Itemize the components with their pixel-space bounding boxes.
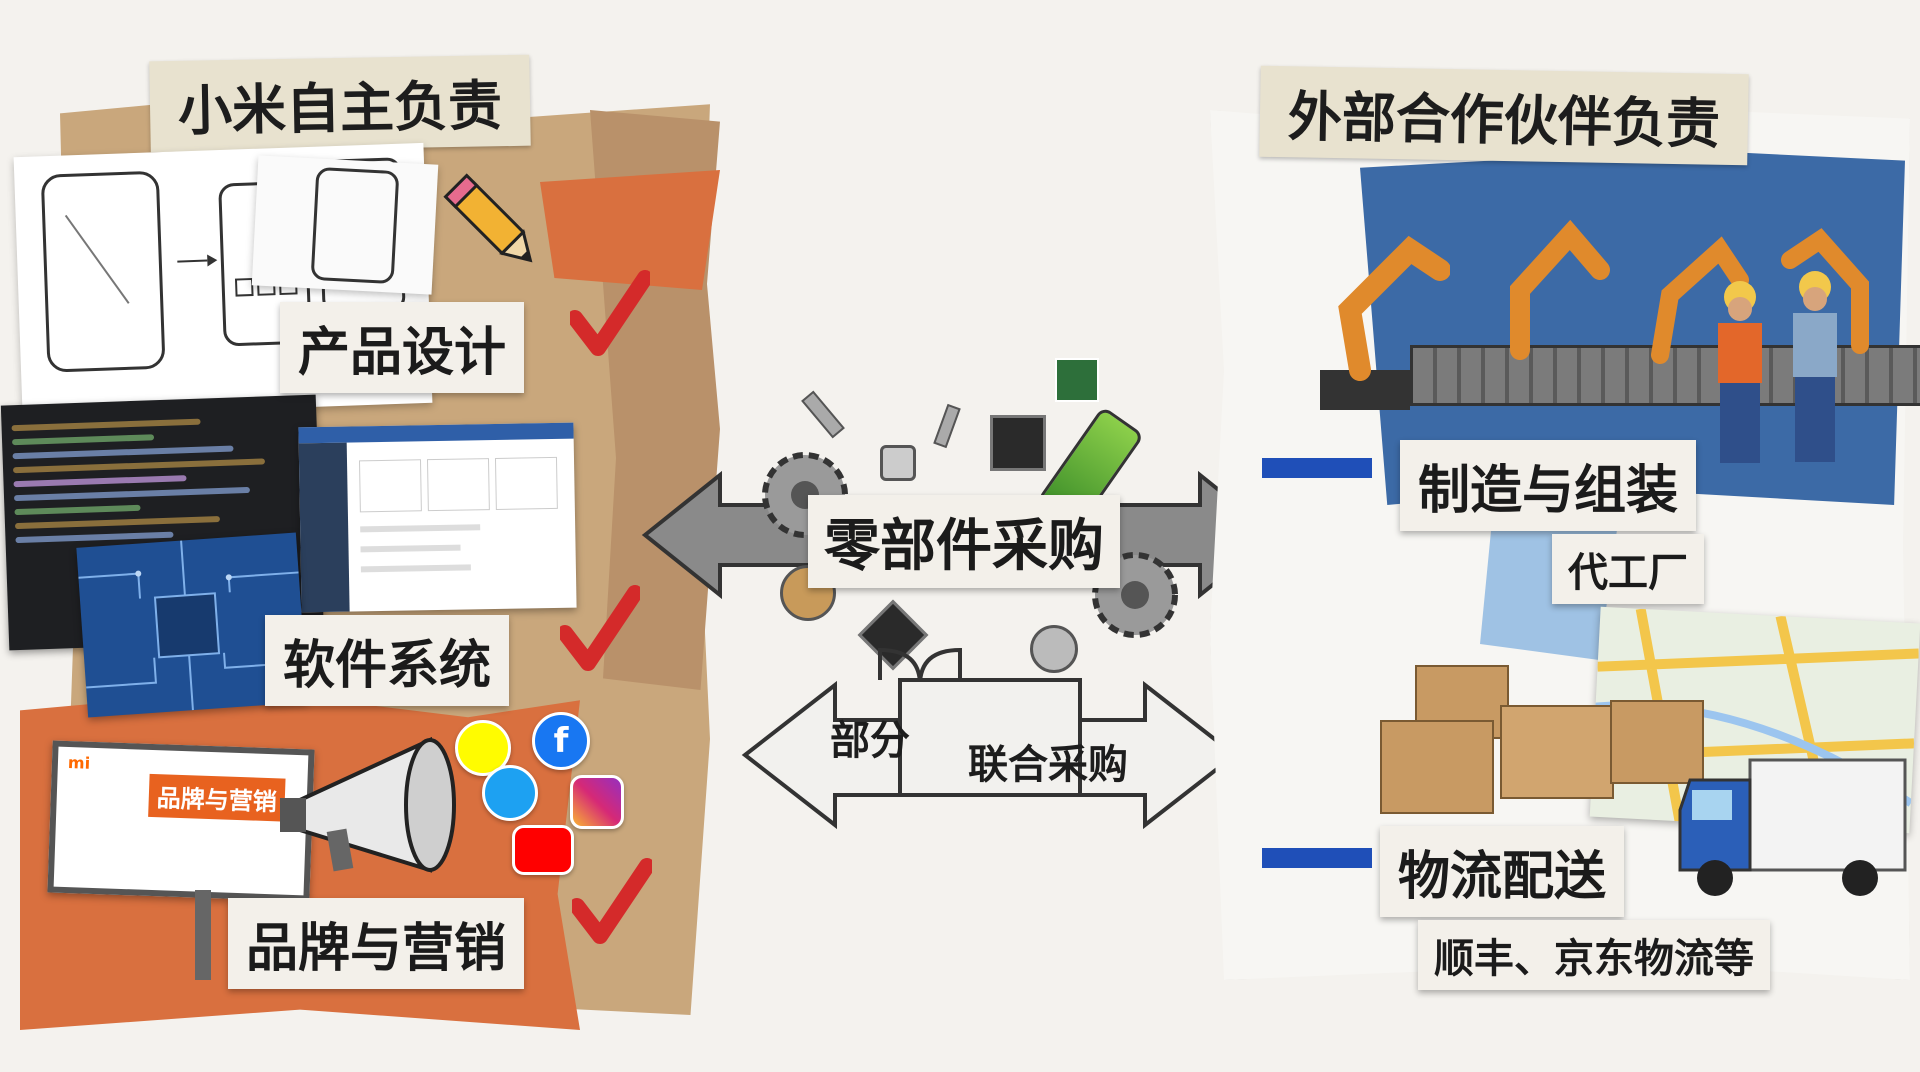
center-panel: 零部件采购 部分 联合采购 <box>640 340 1280 830</box>
center-sub-left: 部分 <box>830 718 910 764</box>
left-header: 小米自主负责 <box>149 54 531 153</box>
left-panel: 小米自主负责 <box>0 0 720 1072</box>
box-icon <box>1380 720 1494 814</box>
item-label-product-design: 产品设计 <box>280 302 525 393</box>
instagram-icon <box>570 775 624 829</box>
facebook-icon: f <box>532 712 590 770</box>
mi-logo: mi <box>67 753 91 773</box>
check-icon <box>570 270 650 356</box>
box-icon <box>1500 705 1614 799</box>
billboard-text: 品牌与营销 <box>148 773 286 822</box>
billboard: mi 品牌与营销 <box>47 740 315 902</box>
youtube-icon <box>512 825 574 875</box>
blue-tape <box>1262 458 1372 478</box>
circuit-board-image <box>76 532 308 718</box>
robot-arm-icon <box>1320 235 1450 410</box>
orange-paper-top <box>540 170 720 290</box>
worker-icon <box>1718 281 1762 463</box>
item-sub-couriers: 顺丰、京东物流等 <box>1418 920 1770 990</box>
center-main-label: 零部件采购 <box>808 495 1120 588</box>
board-icon <box>1055 358 1099 402</box>
check-icon <box>572 858 652 944</box>
item-label-manufacturing: 制造与组装 <box>1400 440 1697 531</box>
box-icon <box>1610 700 1704 784</box>
right-panel: 外部合作伙伴负责 制造与组装 代工厂 <box>1200 0 1920 1072</box>
dashboard-image <box>298 422 577 613</box>
center-sub-right: 联合采购 <box>968 742 1128 788</box>
worker-icon <box>1793 271 1837 462</box>
fork-arrow <box>741 647 1239 830</box>
screw-icon <box>933 403 961 449</box>
robot-arm-icon <box>1510 219 1610 360</box>
screw-icon <box>801 390 845 439</box>
item-label-brand-marketing: 品牌与营销 <box>228 898 525 989</box>
pencil-icon <box>443 173 533 263</box>
chip-icon <box>990 415 1046 471</box>
blue-tape <box>1262 848 1372 868</box>
item-label-software-system: 软件系统 <box>265 615 510 706</box>
item-label-logistics: 物流配送 <box>1380 826 1625 917</box>
check-icon <box>560 585 640 671</box>
twitter-icon <box>482 765 538 821</box>
sketch-paper-2 <box>251 155 439 295</box>
robot-arm-icon <box>1781 228 1869 354</box>
factory-image <box>1300 210 1920 470</box>
robot-arm-icon <box>1651 236 1749 364</box>
washer-icon <box>1030 625 1078 673</box>
billboard-pole <box>195 890 211 980</box>
right-header: 外部合作伙伴负责 <box>1259 65 1749 166</box>
megaphone-icon <box>280 736 456 873</box>
truck-icon <box>1678 758 1907 896</box>
nut-icon <box>880 445 916 481</box>
item-sub-oem: 代工厂 <box>1552 534 1704 604</box>
